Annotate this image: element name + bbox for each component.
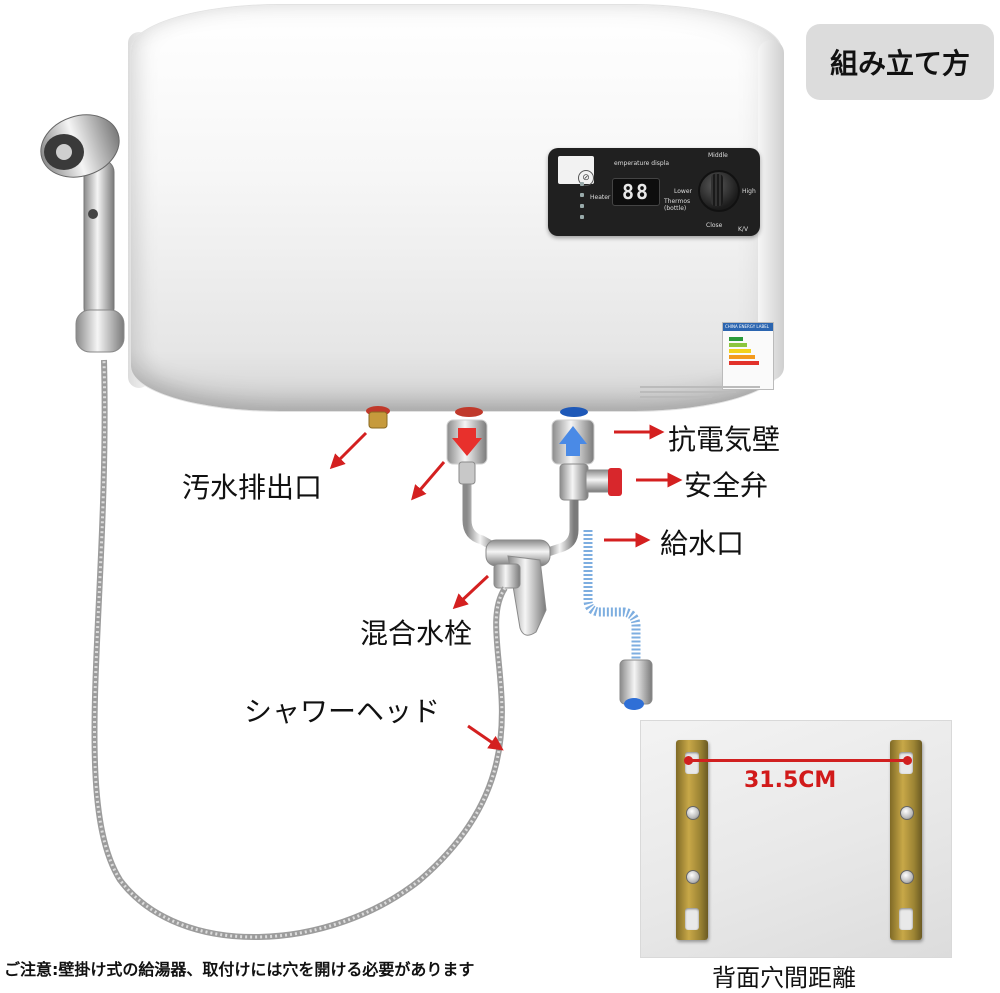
cold-pipe (546, 500, 579, 557)
hole-distance-caption: 背面穴間距離 (712, 964, 856, 992)
safety-valve-body (559, 463, 589, 501)
bolt-icon (900, 870, 914, 884)
bolt-icon (900, 806, 914, 820)
knob-label-close: Close (706, 222, 723, 229)
arrow-drain (329, 431, 368, 470)
tank-spec-print (640, 386, 760, 404)
label-shower-head: シャワーヘッド (244, 695, 441, 728)
inlet-hose-valve (619, 659, 653, 705)
flexible-inlet-hose (583, 530, 641, 660)
heater-indicator-label: Heater (590, 194, 611, 201)
label-anti-electric-wall: 抗電気壁 (668, 423, 781, 456)
temperature-knob (698, 170, 740, 212)
arrow-hot-outlet (411, 461, 446, 501)
mixing-faucet (485, 539, 551, 636)
shower-holder (75, 309, 125, 353)
no-touch-icon: ⊘ (578, 170, 594, 186)
energy-rating-bars (729, 337, 759, 367)
hole-marker-left (684, 756, 693, 765)
indicator-leds (580, 182, 584, 226)
callout-arrows (329, 424, 683, 751)
label-water-inlet: 給水口 (660, 527, 745, 560)
knob-label-high: High (742, 188, 756, 195)
cold-inlet-fitting (551, 407, 595, 465)
arrow-shower-head (467, 724, 504, 751)
mounting-bracket-left (676, 740, 708, 940)
shower-head (40, 114, 125, 353)
hole-distance-line (688, 759, 908, 762)
energy-label-header: CHINA ENERGY LABEL (723, 323, 773, 331)
hot-outlet-fitting (446, 407, 488, 465)
label-drain: 汚水排出口 (182, 471, 323, 504)
hole-marker-right (903, 756, 912, 765)
temperature-display: 88 (612, 178, 660, 206)
energy-label: CHINA ENERGY LABEL (722, 322, 774, 390)
display-label: emperature displa (614, 160, 670, 167)
panel-kv-label: K/V (738, 226, 749, 233)
assembly-title: 組み立て方 (829, 47, 970, 80)
energy-label-title: CHINA ENERGY LABEL (725, 324, 769, 329)
mounting-bracket-right (890, 740, 922, 940)
warning-sticker: ⊘ (558, 156, 594, 186)
label-safety-valve: 安全弁 (684, 469, 769, 502)
bolt-icon (686, 806, 700, 820)
assembly-title-badge: 組み立て方 (806, 24, 994, 100)
knob-label-middle: Middle (708, 152, 728, 159)
bolt-icon (686, 870, 700, 884)
hot-pipe (462, 464, 499, 552)
knob-label-lower: Lower (674, 188, 692, 195)
installation-note: ご注意:壁掛け式の給湯器、取付けには穴を開ける必要があります (4, 960, 475, 979)
thermos-indicator-label: Thermos (bottle) (664, 198, 691, 212)
safety-valve-lever (608, 468, 622, 496)
knob-grip (711, 174, 723, 206)
drain-outlet-fitting (366, 406, 390, 429)
hole-distance-value: 31.5CM (744, 768, 837, 793)
control-panel: ⊘ emperature displa Middle High Lower Cl… (548, 148, 760, 236)
arrow-mixing-faucet (452, 574, 490, 610)
label-mixing-faucet: 混合水栓 (360, 617, 473, 650)
